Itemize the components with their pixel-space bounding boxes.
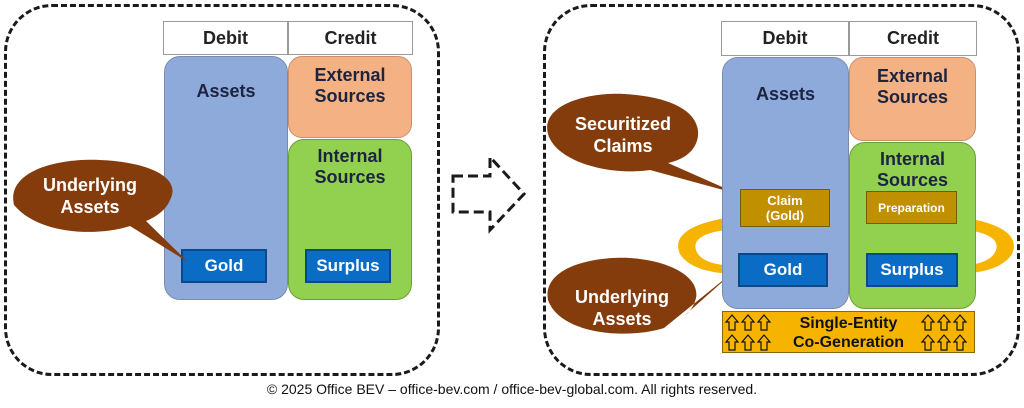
right-curved-arrow (952, 218, 1014, 274)
right-gold-box: Gold (738, 253, 828, 287)
left-surplus-box: Surplus (305, 249, 391, 283)
left-curved-arrow (678, 218, 740, 274)
cogen-line1: Single-Entity (799, 315, 898, 332)
left-internal-sources-label: Internal Sources (314, 146, 386, 187)
right-external-sources-label: External Sources (876, 66, 949, 107)
co-generation-bar: Single-Entity Co-Generation (722, 311, 975, 353)
left-assets-label: Assets (196, 81, 256, 101)
cogen-arrow (920, 334, 936, 351)
left-gold-box: Gold (181, 249, 267, 283)
cogen-line2: Co-Generation (792, 334, 905, 351)
left-underlying-bubble (13, 159, 188, 262)
cogen-arrow (936, 314, 952, 331)
cogen-arrow (740, 314, 756, 331)
right-internal-sources-label: Internal Sources (876, 149, 949, 190)
transition-arrow (451, 153, 527, 234)
securitized-claims-bubble (547, 93, 738, 194)
cogen-arrow (724, 334, 740, 351)
cogen-arrow (952, 314, 968, 331)
right-surplus-box: Surplus (866, 253, 958, 287)
left-external-sources-box: External Sources (288, 56, 412, 138)
cogen-arrow (920, 314, 936, 331)
right-debit-header: Debit (721, 21, 849, 56)
preparation-box: Preparation (866, 191, 957, 224)
left-credit-header: Credit (288, 21, 413, 55)
cogen-arrow (756, 314, 772, 331)
securitized-claims-bubble-label: Securitized Claims (574, 114, 672, 156)
left-dashed-frame (4, 4, 440, 376)
cogen-arrow (756, 334, 772, 351)
cogen-arrow (936, 334, 952, 351)
right-external-sources-box: External Sources (849, 57, 976, 141)
cogen-arrow (740, 334, 756, 351)
copyright-footer: © 2025 Office BEV – office-bev.com / off… (266, 381, 758, 397)
right-assets-label: Assets (755, 84, 816, 104)
left-debit-header: Debit (163, 21, 288, 55)
left-external-sources-label: External Sources (314, 65, 386, 106)
right-underlying-bubble (547, 257, 738, 334)
cogen-arrows (724, 314, 968, 351)
right-underlying-bubble-label: Underlying Assets (574, 287, 669, 329)
right-credit-header: Credit (849, 21, 977, 56)
right-dashed-frame (543, 4, 1020, 376)
cogen-arrow (952, 334, 968, 351)
claim-gold-box: Claim (Gold) (740, 189, 830, 227)
left-underlying-bubble-label: Underlying Assets (42, 175, 137, 217)
cogen-arrow (724, 314, 740, 331)
